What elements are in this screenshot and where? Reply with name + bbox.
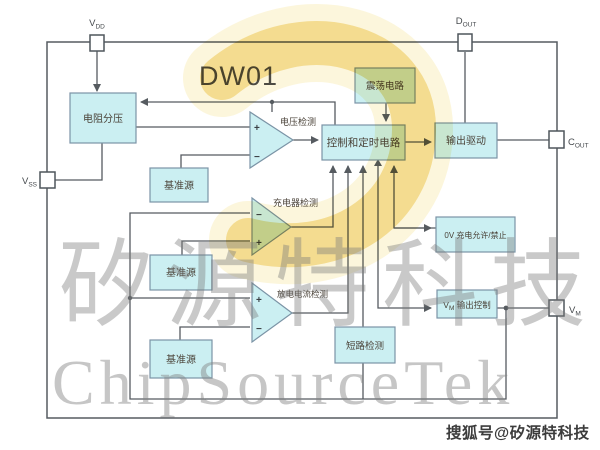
- logo-swoosh: [183, 4, 454, 285]
- pin-label-sub: SS: [28, 182, 37, 189]
- pin-vss: VSS: [22, 171, 56, 189]
- block-label: VM 输出控制: [443, 300, 490, 312]
- wire: [55, 143, 103, 181]
- minus-sign: −: [256, 324, 262, 335]
- junction-dot: [503, 305, 509, 311]
- comparator-discharge-current-detect: + − 放电电流检测: [251, 281, 328, 344]
- block-reference-bottom: 基准源: [149, 339, 213, 379]
- comparator-label: 充电器检测: [273, 197, 318, 208]
- pin-label: COUT: [568, 137, 589, 150]
- pin-label: DOUT: [456, 16, 477, 29]
- block-label: 电阻分压: [83, 112, 123, 125]
- block-rect: [149, 167, 209, 203]
- block-reference-mid: 基准源: [149, 254, 213, 291]
- pin-dout: DOUT: [456, 16, 477, 52]
- vm-label-sub: M: [449, 305, 454, 312]
- block-label: 输出驱动: [446, 134, 486, 147]
- comparator-voltage-detect: + − 电压检测: [249, 110, 316, 170]
- block-resistor-divider: 电阻分压: [69, 92, 137, 144]
- comparator-triangle: [249, 110, 295, 170]
- block-rect: [149, 254, 213, 291]
- pins: VDD DOUT VSS COUT VM: [22, 16, 589, 318]
- block-rect: [334, 326, 396, 364]
- comparator-label: 电压检测: [280, 116, 316, 127]
- pin-vdd: VDD: [89, 18, 105, 52]
- block-label: 基准源: [166, 353, 196, 366]
- block-label: 基准源: [164, 179, 194, 192]
- block-vm-output-control: VM 输出控制: [436, 289, 498, 319]
- block-short-circuit-detect: 短路检测: [334, 326, 396, 364]
- pin-square: [548, 130, 565, 149]
- swoosh-stroke: [200, 21, 437, 268]
- pin-label-main: D: [456, 16, 463, 27]
- watermark-chinese: 矽源特科技: [58, 232, 598, 339]
- comparator-triangle: [251, 281, 294, 344]
- pin-label-main: C: [568, 137, 575, 148]
- footer-credit: 搜狐号@矽源特科技: [446, 423, 590, 442]
- wire: [180, 154, 250, 168]
- wire: [129, 212, 507, 400]
- pin-vm: VM: [548, 299, 581, 318]
- pin-square: [39, 171, 56, 189]
- block-reference-top: 基准源: [149, 167, 209, 203]
- pin-cout: COUT: [548, 130, 589, 150]
- plus-sign: +: [256, 295, 262, 306]
- wire: [179, 326, 250, 340]
- pin-label-sub: OUT: [463, 22, 477, 29]
- junction-dot: [269, 99, 275, 105]
- block-label: 短路检测: [346, 340, 384, 352]
- block-label: 0V 充电允许/禁止: [444, 230, 506, 240]
- watermark-english: ChipSourceTek: [52, 347, 514, 418]
- junction-dot: [127, 295, 133, 301]
- pin-label: VSS: [22, 176, 38, 189]
- pin-label-main: V: [89, 18, 96, 29]
- vm-label-rest: 输出控制: [454, 300, 490, 310]
- block-label: 基准源: [166, 266, 196, 279]
- block-rect: [149, 339, 213, 379]
- block-rect: [436, 289, 498, 319]
- pin-label-main: V: [22, 176, 29, 187]
- plus-sign: +: [254, 123, 260, 134]
- block-rect: [435, 216, 516, 253]
- minus-sign: −: [254, 152, 260, 163]
- block-rect: [69, 92, 137, 144]
- pin-label-sub: DD: [95, 24, 105, 31]
- pin-label-main: V: [569, 305, 576, 316]
- comparator-label: 放电电流检测: [277, 289, 328, 299]
- pin-square: [89, 34, 105, 52]
- pin-label: VDD: [89, 18, 105, 31]
- pin-square: [457, 33, 473, 52]
- pin-label-sub: OUT: [575, 143, 589, 150]
- vm-label-main: V: [443, 300, 449, 310]
- block-0v-charge: 0V 充电允许/禁止: [435, 216, 516, 253]
- pin-label-sub: M: [575, 311, 580, 318]
- pin-square: [548, 299, 565, 317]
- pin-label: VM: [569, 305, 581, 318]
